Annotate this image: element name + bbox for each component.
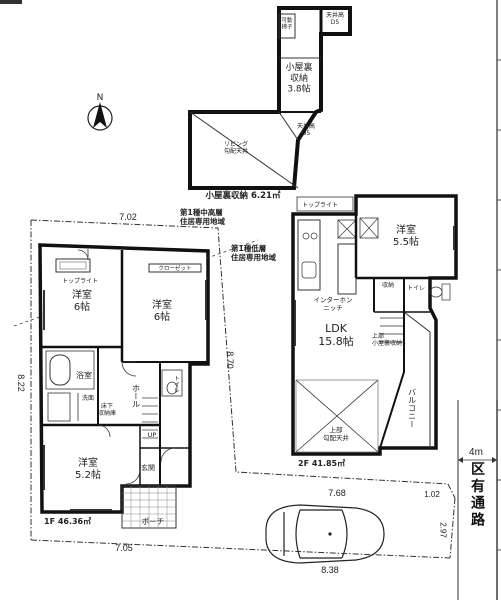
- dim-top: 7.02: [119, 212, 137, 222]
- zone-low-label: 第1種低層住居専用地域: [231, 243, 276, 262]
- zone-mid-high-label: 第1種中高層住居専用地域: [180, 207, 225, 226]
- toilet-1f-label: トイレ: [173, 375, 180, 393]
- scan-mark: [0, 0, 22, 4]
- toplight-1f-label: トップライト: [62, 278, 98, 285]
- up-label: UP: [148, 431, 157, 439]
- porch-label: ポーチ: [142, 517, 165, 526]
- closet-label: クローゼット: [158, 264, 191, 272]
- dim-frontage: 8.38: [321, 565, 339, 575]
- balcony-label: バルコニー: [408, 388, 417, 428]
- loft-hatch-label: 可動梯子: [281, 16, 293, 31]
- floor1-area: 1F 46.36㎡: [44, 516, 91, 526]
- dimension-labels: 7.02 8.22 8.70 7.05 7.68 8.38 1.02 2.97: [16, 212, 448, 575]
- bath-label: 浴室: [76, 370, 92, 380]
- dim-corner: 1.02: [424, 490, 440, 499]
- dim-left: 8.22: [16, 374, 26, 392]
- dim-road-edge: 7.68: [328, 488, 346, 498]
- north-arrow: N: [87, 93, 113, 131]
- site-boundary: [30, 219, 456, 559]
- car-icon: [265, 504, 385, 564]
- toilet-2f-label: トイレ: [407, 285, 425, 292]
- storage-2f-label: 収納: [382, 281, 394, 289]
- road-label: 区有通路: [471, 462, 486, 528]
- road-width-label: 4m: [469, 447, 483, 458]
- floor2-area: 2F 41.85㎡: [298, 458, 345, 468]
- under-storage-label: 床下収納庫: [98, 402, 116, 417]
- sloped-ceiling-label: 上部勾配天井: [323, 425, 350, 442]
- toplight-2f-label: トップライト: [302, 202, 338, 209]
- loft-caption: 小屋裏収納 6.21㎡: [205, 190, 281, 201]
- dim-bottom: 7.05: [115, 543, 133, 553]
- niche-label: インターホンニッチ: [314, 295, 353, 312]
- dim-middle: 8.70: [225, 351, 235, 369]
- hall-label: ホール: [132, 384, 141, 408]
- dim-right: 2.97: [439, 522, 448, 538]
- north-label: N: [97, 93, 104, 103]
- loft-access-label: 上部小屋裏収納: [372, 332, 402, 347]
- living-void-label: リビング勾配天井: [224, 140, 248, 155]
- entrance-label: 玄関: [141, 463, 155, 472]
- road: 4m 区有通路: [457, 400, 498, 600]
- wash-label: 洗面: [82, 394, 94, 402]
